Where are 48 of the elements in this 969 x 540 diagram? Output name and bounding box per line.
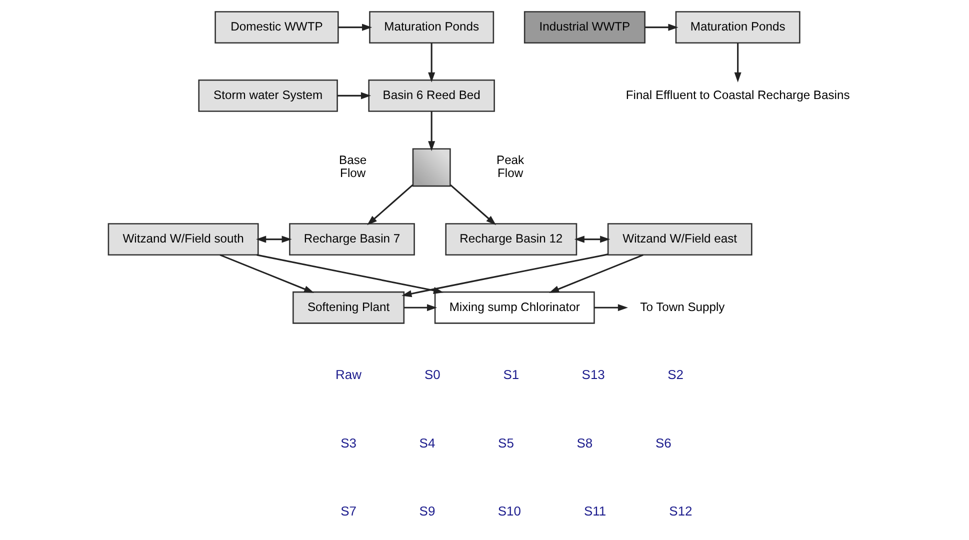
arrow (644, 24, 678, 31)
label: S12 (668, 504, 692, 519)
arrow (256, 236, 292, 243)
label: S7 (340, 504, 356, 519)
node-box (412, 148, 450, 187)
arrow (338, 24, 372, 31)
arrow (404, 304, 437, 312)
label: S6 (654, 435, 671, 450)
arrow (574, 236, 610, 243)
arrow (734, 42, 741, 82)
arrow (366, 184, 413, 226)
arrow (336, 92, 370, 100)
arrow (401, 254, 608, 298)
node-label: Peak Flow (496, 153, 524, 180)
label: S1 (502, 367, 519, 382)
label: S10 (497, 504, 520, 519)
label: S13 (581, 367, 604, 382)
label: S2 (667, 367, 683, 382)
node-box: Domestic WWTP (214, 11, 338, 44)
node-box: Witzand W/Field east (606, 223, 752, 256)
node-box: Industrial WWTP (523, 11, 645, 44)
node-label: Base Flow (338, 153, 366, 180)
node-box: Mixing sump Chlorinator (434, 291, 594, 324)
label: S11 (584, 504, 606, 519)
node-text: To Town Supply (640, 300, 724, 314)
label: S3 (340, 435, 356, 450)
node-box: Softening Plant (292, 291, 404, 324)
label: S8 (576, 435, 592, 450)
node-box: Storm water System (198, 79, 338, 112)
arrow (548, 254, 643, 293)
label: S0 (424, 367, 440, 382)
arrow (428, 42, 435, 82)
node-box: Maturation Ponds (674, 11, 800, 44)
node-box: Maturation Ponds (368, 11, 494, 44)
label: S4 (418, 435, 435, 450)
arrow (594, 304, 628, 312)
arrow (428, 111, 435, 152)
node-text: Final Effluent to Coastal Recharge Basins (625, 88, 850, 102)
arrow (449, 184, 496, 226)
label: Raw (335, 367, 362, 382)
node-box: Recharge Basin 7 (288, 223, 414, 256)
node-box: Recharge Basin 12 (444, 223, 577, 256)
arrow (256, 254, 444, 294)
node-box: Witzand W/Field south (107, 223, 258, 256)
label: S9 (418, 504, 435, 519)
label: S5 (498, 435, 514, 450)
arrow (219, 254, 314, 293)
node-box: Basin 6 Reed Bed (368, 79, 494, 112)
